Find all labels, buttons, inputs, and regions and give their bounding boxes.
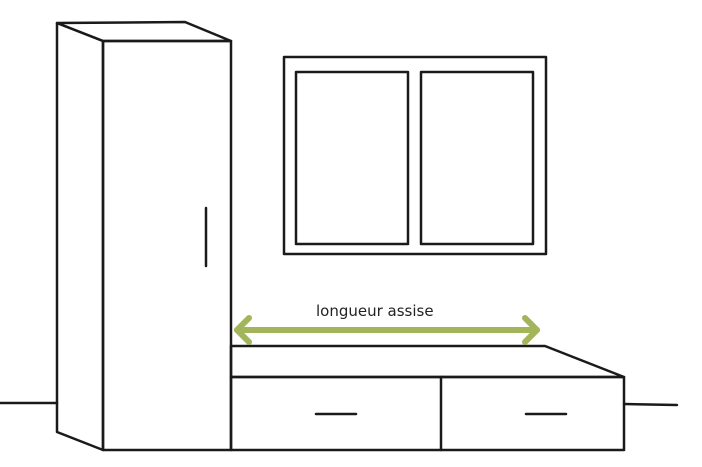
dimension-arrow <box>234 315 540 345</box>
dimension-arrow-head-left <box>234 315 252 345</box>
wardrobe-side <box>55 21 105 452</box>
floor-line-right <box>622 402 679 407</box>
bench-front <box>229 375 626 452</box>
window-pane-left <box>294 70 410 246</box>
window <box>282 55 548 256</box>
bench-top <box>229 344 626 379</box>
wardrobe-front <box>101 39 233 452</box>
bench <box>229 344 626 452</box>
dimension-arrow-head-right <box>522 315 540 345</box>
window-frame <box>282 55 548 256</box>
wardrobe <box>55 20 233 452</box>
dimension-label: longueur assise <box>316 302 434 320</box>
window-pane-right <box>419 70 535 246</box>
wardrobe-top <box>55 20 233 43</box>
